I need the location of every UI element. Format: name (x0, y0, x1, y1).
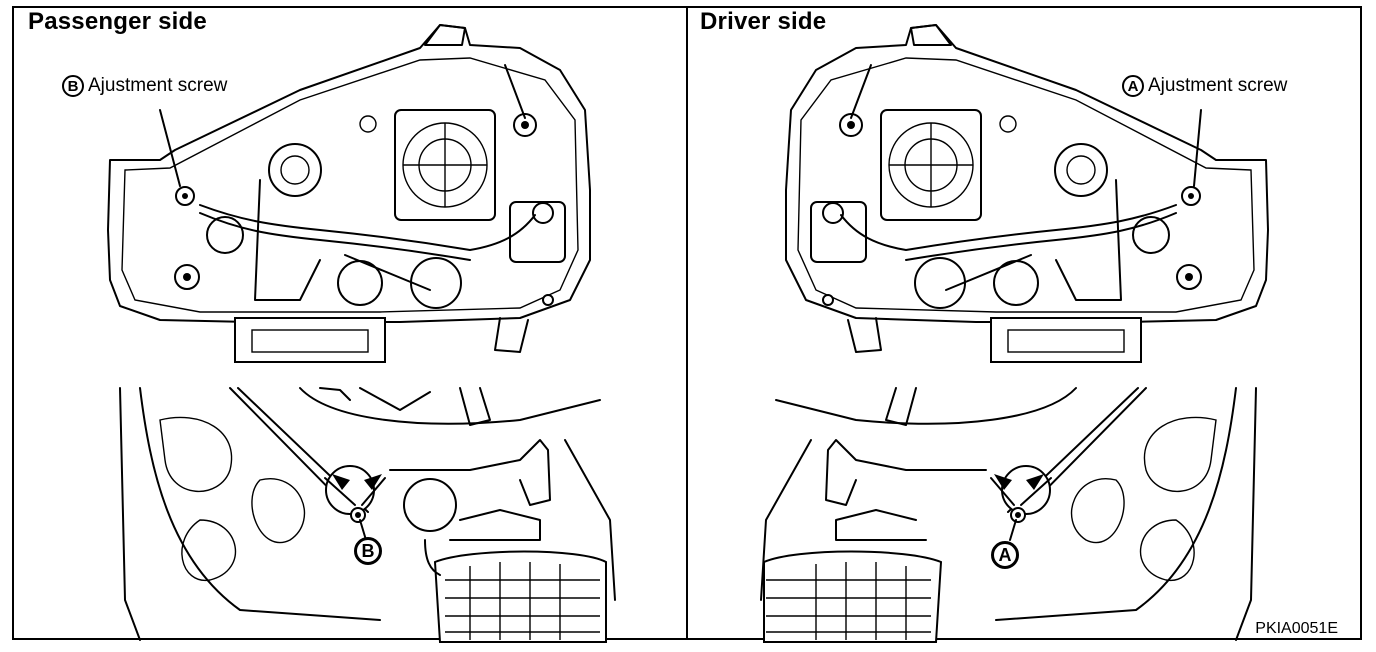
lower-view-a-badge: A (991, 541, 1019, 569)
driver-headlamp-rear-view (785, 24, 1269, 363)
callout-b-label: Ajustment screw (88, 75, 228, 96)
figure-reference-code: PKIA0051E (1255, 620, 1338, 637)
passenger-headlamp-rear-view (107, 24, 591, 363)
callout-b-badge: B (62, 75, 84, 97)
callout-a-badge: A (1122, 75, 1144, 97)
lower-view-b-badge: B (354, 537, 382, 565)
adjustment-screw-a-callout: A Ajustment screw (1122, 75, 1287, 97)
passenger-side-title: Passenger side (28, 8, 207, 35)
driver-lamp-installed-view (760, 387, 1257, 643)
adjustment-screw-b-callout: B Ajustment screw (62, 75, 227, 97)
driver-side-title: Driver side (700, 8, 827, 35)
passenger-lamp-installed-view (119, 387, 616, 643)
callout-a-label: Ajustment screw (1148, 75, 1288, 96)
panel-divider (686, 6, 688, 640)
